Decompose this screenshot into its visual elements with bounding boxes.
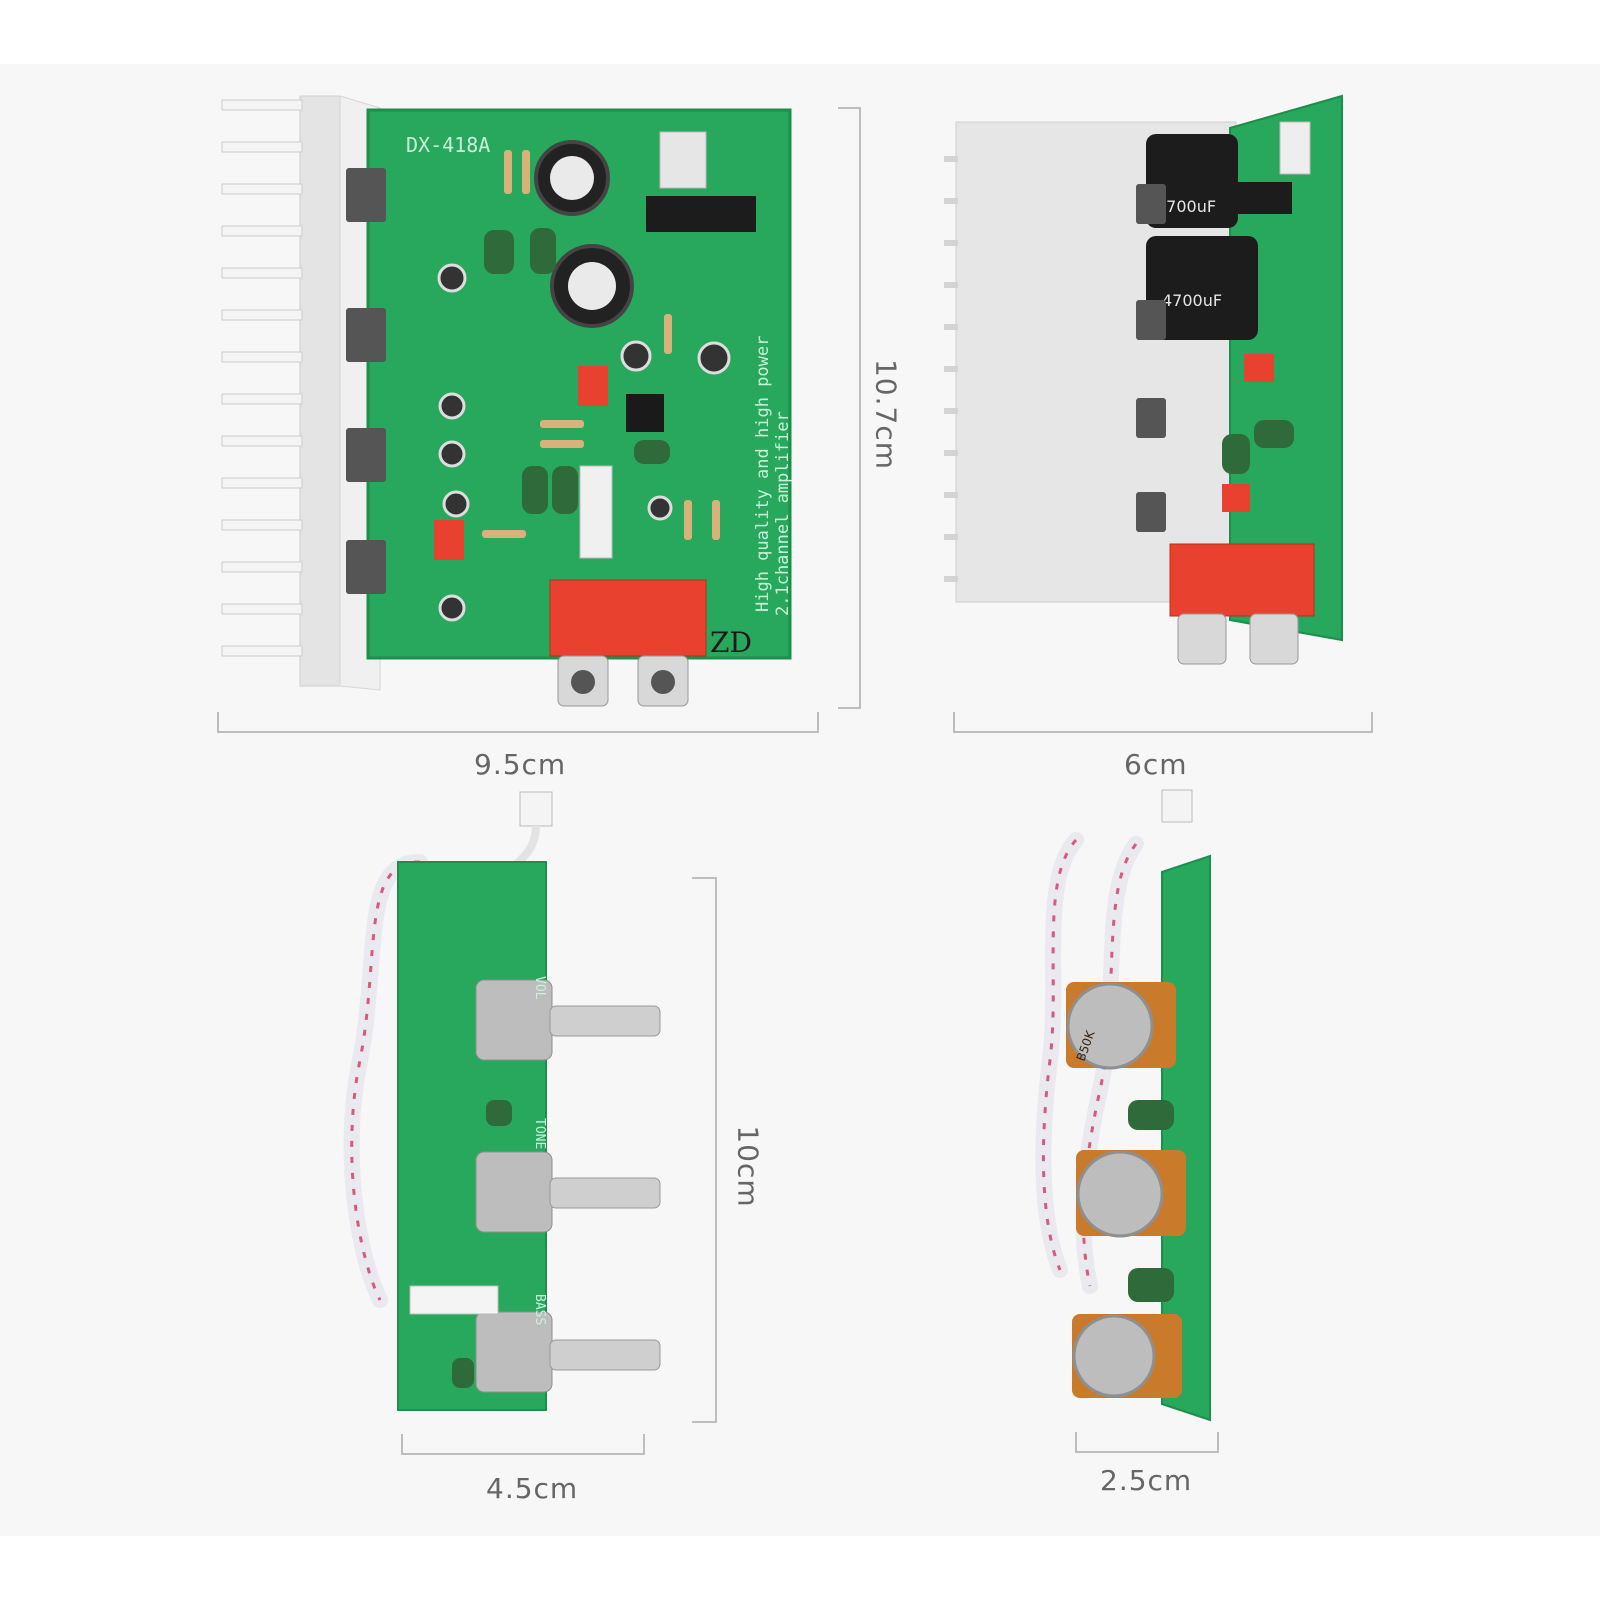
- power-connector: [659, 131, 707, 189]
- red-header-1: [578, 366, 608, 406]
- tone-pots: [475, 979, 553, 1393]
- power-switch: [646, 196, 756, 232]
- tone-silk-vol: VOL: [532, 976, 547, 1000]
- tone-film-caps: [452, 1100, 512, 1388]
- amp-side-view: 4700uF 4700uF 6cm: [900, 0, 1600, 800]
- tone-width-label: 4.5cm: [486, 1472, 579, 1505]
- side-heatsink-ridges: [944, 156, 958, 582]
- side-cap-label-2: 4700uF: [1162, 291, 1222, 310]
- tone-front-illustration: VOL TONE BASS: [343, 791, 717, 1455]
- tone-header: [409, 1285, 499, 1315]
- tone-side-depth-dimension: [1075, 1432, 1219, 1453]
- board-slogan-1: High quality and high power: [753, 336, 773, 612]
- side-connector: [1279, 121, 1311, 175]
- tone-depth-label: 2.5cm: [1100, 1464, 1193, 1497]
- board-mark: ZD: [710, 626, 752, 659]
- side-film-caps-tone: [1128, 1100, 1174, 1302]
- amp-front-illustration: DX-418A High quality and high power 2.1c…: [217, 95, 861, 733]
- rca-input-jack: [549, 579, 707, 707]
- side-transistors: [1136, 184, 1166, 532]
- ic-chip: [626, 394, 664, 432]
- tone-side-view: B50K 2.5cm: [900, 789, 1600, 1600]
- resistors: [482, 150, 720, 540]
- tone-front-height-dimension: [692, 877, 717, 1423]
- red-header-2: [434, 520, 464, 560]
- side-pots: [1066, 982, 1186, 1398]
- amp-side-depth-dimension: [953, 712, 1373, 733]
- board-model-text: DX-418A: [406, 133, 490, 157]
- side-rca-jack: [1169, 543, 1315, 665]
- white-header: [579, 465, 613, 559]
- tone-front-view: VOL TONE BASS 4.5cm 10cm: [0, 791, 900, 1600]
- filter-capacitors: [534, 140, 634, 328]
- tone-front-width-dimension: [401, 1434, 645, 1455]
- tone-side-illustration: B50K: [1035, 789, 1219, 1453]
- side-ribbon-stripes: [1041, 838, 1138, 1287]
- film-capacitors: [484, 228, 670, 514]
- power-transistors: [346, 168, 386, 594]
- amp-front-height-dimension: [838, 107, 861, 709]
- side-film-caps: [1222, 420, 1294, 474]
- cable-plug-top: [519, 791, 553, 827]
- side-red-header-2: [1222, 484, 1250, 512]
- amp-height-label: 10.7cm: [869, 358, 903, 470]
- amp-side-illustration: 4700uF 4700uF: [944, 94, 1373, 733]
- tone-silk-tone: TONE: [532, 1118, 547, 1149]
- amp-depth-label: 6cm: [1124, 748, 1188, 781]
- small-capacitors: [437, 263, 731, 622]
- tone-silk-bass: BASS: [532, 1294, 547, 1325]
- tone-pot-shafts: [549, 1005, 661, 1371]
- amp-front-view: DX-418A High quality and high power 2.1c…: [0, 0, 903, 800]
- amp-front-width-dimension: [217, 712, 819, 733]
- heatsink-fins: [221, 99, 303, 657]
- side-capacitors: [1146, 134, 1258, 340]
- side-cap-label-1: 4700uF: [1156, 197, 1216, 216]
- amp-width-label: 9.5cm: [474, 748, 567, 781]
- side-red-header-1: [1244, 354, 1274, 382]
- side-switch: [1222, 182, 1292, 214]
- tone-height-label: 10cm: [731, 1125, 765, 1208]
- side-cable-plug: [1161, 789, 1193, 823]
- board-slogan-2: 2.1channel amplifier: [773, 411, 793, 616]
